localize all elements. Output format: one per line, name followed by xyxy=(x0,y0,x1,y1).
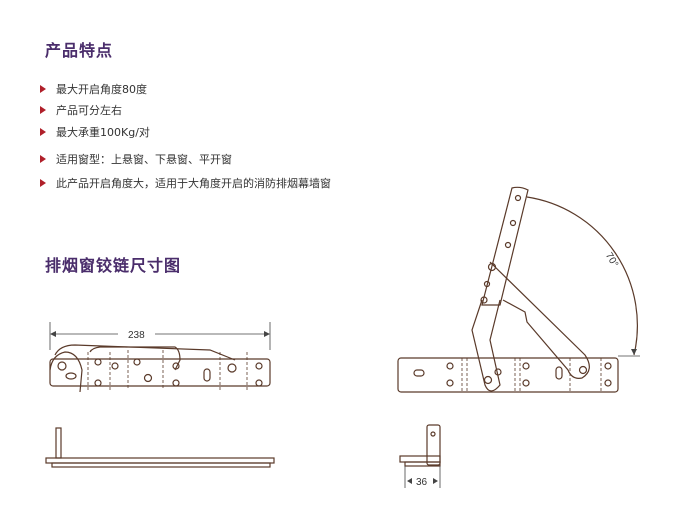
feature-item: 最大承重100Kg/对 xyxy=(40,124,150,140)
features-title: 产品特点 xyxy=(45,41,114,60)
feature-text: 最大承重100Kg/对 xyxy=(56,126,150,139)
feature-text: 产品可分左右 xyxy=(56,104,122,117)
length-dimension-label: 238 xyxy=(128,330,145,341)
bullet-icon xyxy=(40,155,46,163)
feature-text: 最大开启角度80度 xyxy=(56,83,147,96)
bullet-icon xyxy=(40,106,46,114)
angle-label: 70° xyxy=(603,251,620,270)
bullet-icon xyxy=(40,179,46,187)
hinge-open-view: 70° 36 xyxy=(397,186,640,488)
width-dimension-label: 36 xyxy=(416,477,428,488)
hinge-closed-top-view: 238 xyxy=(49,322,271,393)
bullet-icon xyxy=(40,85,46,93)
feature-item: 此产品开启角度大，适用于大角度开启的消防排烟幕墙窗 xyxy=(40,175,331,191)
feature-text: 适用窗型：上悬窗、下悬窗、平开窗 xyxy=(56,153,232,166)
hinge-side-view xyxy=(45,427,275,468)
feature-text: 此产品开启角度大，适用于大角度开启的消防排烟幕墙窗 xyxy=(56,177,331,190)
feature-item: 适用窗型：上悬窗、下悬窗、平开窗 xyxy=(40,151,232,167)
bullet-icon xyxy=(40,128,46,136)
feature-item: 产品可分左右 xyxy=(40,102,122,118)
diagram-title: 排烟窗铰链尺寸图 xyxy=(45,256,182,275)
feature-item: 最大开启角度80度 xyxy=(40,81,147,97)
